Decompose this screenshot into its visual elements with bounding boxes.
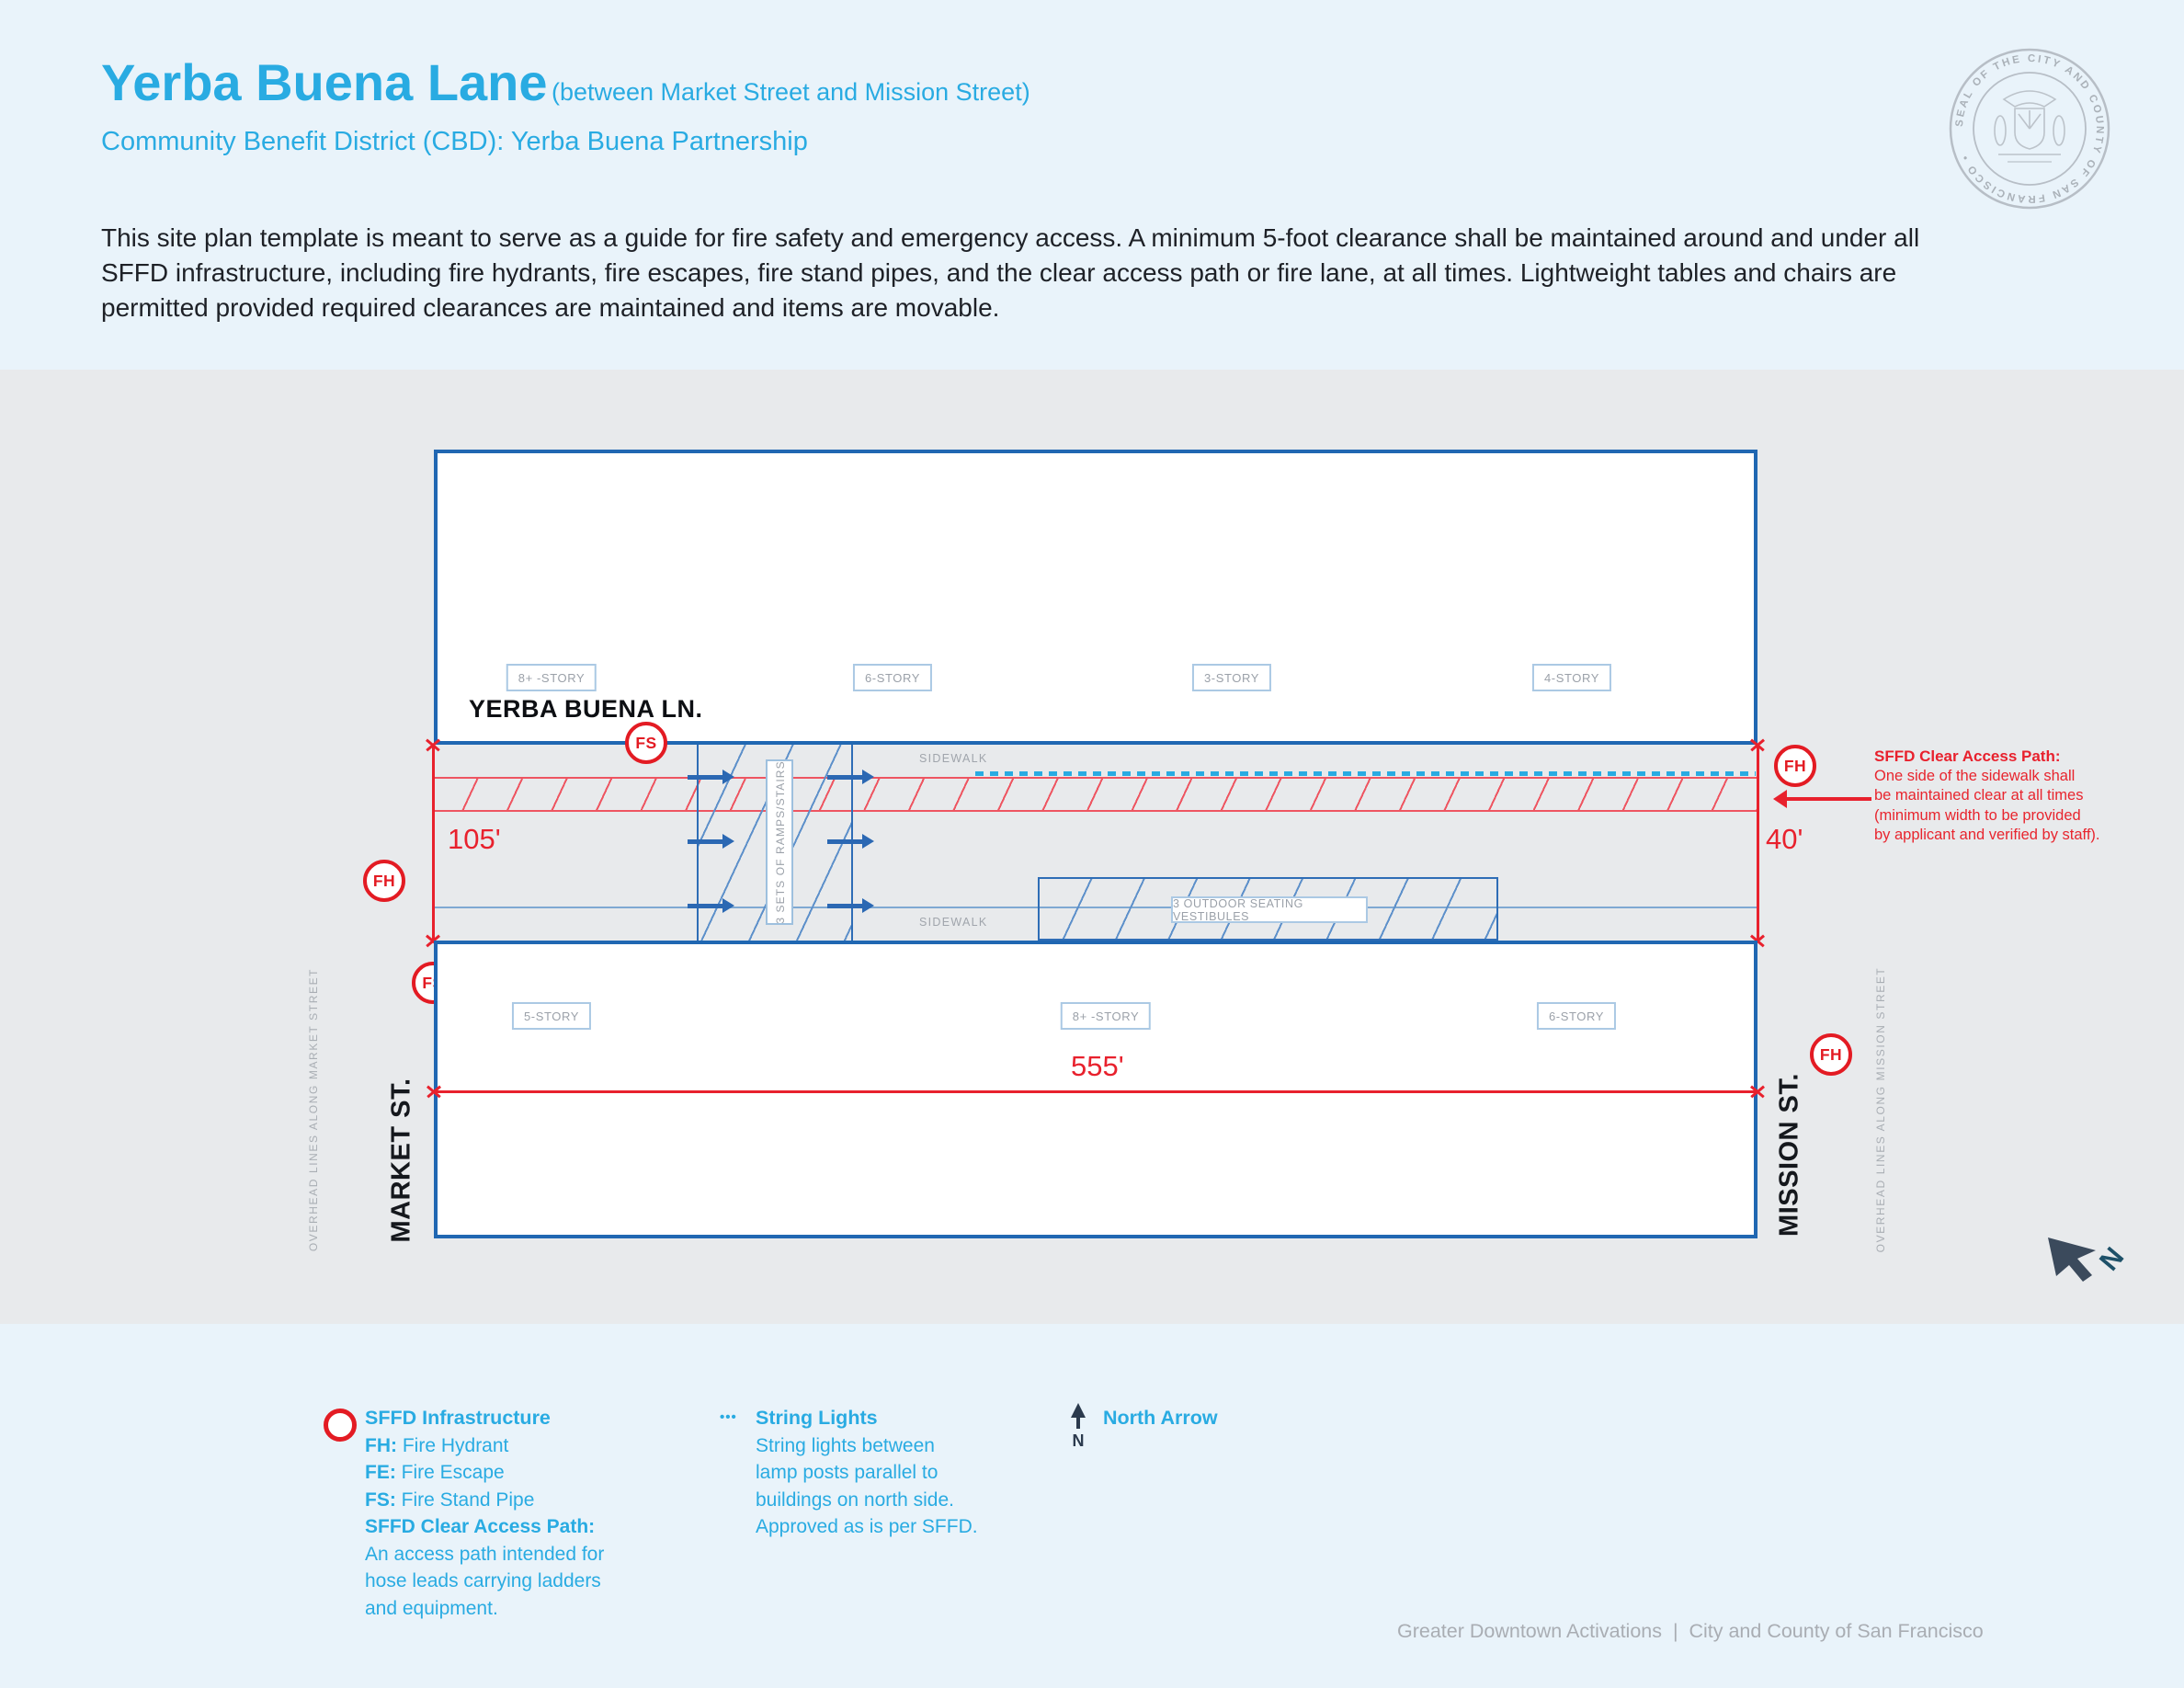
page-title: Yerba Buena Lane (between Market Street … [101,57,1030,108]
dim-105-end-top [425,736,441,753]
seal-outer-ring [1949,48,2110,210]
north-arrow-icon-letter: N [1073,1431,1085,1449]
legend-item-fe-label: Fire Escape [401,1462,505,1483]
north-arrow-icon-shaft [1076,1414,1080,1429]
page-subtitle: Community Benefit District (CBD): Yerba … [101,127,808,156]
north-compass-arrow [2048,1237,2096,1282]
fire-lane-hatch [434,777,1757,812]
dim-40-end-top [1749,736,1766,753]
legend-lights-line: String lights between [756,1434,935,1456]
fh-marker-right: FH [1774,745,1816,787]
string-lights-icon: ••• [720,1409,737,1425]
dim-line-105 [432,745,435,941]
dim-line-555 [434,1090,1757,1093]
legend-sffd-column: SFFD Infrastructure FH: Fire Hydrant FE:… [365,1405,604,1622]
legend-lights-line: Approved as is per SFFD. [756,1516,978,1537]
legend-access-path-heading: SFFD Clear Access Path: [365,1516,596,1537]
access-path-note-line: (minimum width to be provided [1874,806,2081,824]
legend-band [0,1324,2184,1688]
legend-item-fh: FH: Fire Hydrant [365,1432,604,1460]
legend-item-fe-abbr: FE: [365,1462,396,1483]
seal-inner-ring [1973,72,2087,186]
overhead-lines-label-market: OVERHEAD LINES ALONG MARKET STREET [307,967,320,1252]
lane-name-label: YERBA BUENA LN. [469,695,703,723]
story-box-north-1: 8+ -STORY [506,664,597,691]
legend-lights-line: buildings on north side. [756,1488,954,1511]
dim-label-40: 40' [1766,823,1803,855]
legend-sffd-heading: SFFD Infrastructure [365,1407,551,1429]
page-title-main: Yerba Buena Lane [101,53,548,111]
legend-item-fe: FE: Fire Escape [365,1459,604,1487]
legend-lights-heading: String Lights [756,1407,878,1429]
access-path-note: SFFD Clear Access Path: One side of the … [1874,747,2100,846]
ramps-label: 3 SETS OF RAMPS/STAIRS [774,760,787,924]
legend-access-path-line: and equipment. [365,1597,498,1619]
page-title-note-text: (between Market Street and Mission Stree… [551,78,1030,106]
north-compass-icon: N [2048,1237,2130,1282]
fh-marker-bottom-right: FH [1810,1033,1852,1076]
access-path-note-line: by applicant and verified by staff). [1874,827,2100,843]
street-label-mission: MISSION ST. [1774,1073,1804,1237]
legend-item-fs-label: Fire Stand Pipe [401,1488,535,1511]
story-box-north-2: 6-STORY [852,664,933,691]
vestibules-label: 3 OUTDOOR SEATING VESTIBULES [1173,896,1303,923]
north-compass-letter: N [2094,1242,2130,1277]
overhead-lines-label-mission: OVERHEAD LINES ALONG MISSION STREET [1874,966,1887,1253]
flow-arrow-2 [688,834,734,849]
string-lights-line [975,771,1756,776]
flow-arrow-3 [688,898,734,913]
city-seal: SEAL OF THE CITY AND COUNTY OF SAN FRANC… [1949,48,2110,210]
north-arrow-icon-head [1071,1403,1086,1418]
north-building [434,450,1757,745]
story-box-south-3: 6-STORY [1536,1002,1617,1030]
flow-arrow-1 [688,770,734,784]
fs-marker-top: FS [625,722,667,764]
legend-item-fs-abbr: FS: [365,1488,396,1511]
story-box-north-3: 3-STORY [1191,664,1272,691]
dim-label-555: 555' [1071,1050,1124,1082]
legend-item-fh-label: Fire Hydrant [402,1434,509,1456]
dim-line-40 [1757,745,1759,941]
access-path-arrow [1773,790,1871,808]
legend-north-heading: North Arrow [1103,1407,1218,1429]
access-path-note-line: One side of the sidewalk shall [1874,767,2076,784]
footer-credit: Greater Downtown Activations | City and … [1397,1620,1984,1642]
story-box-south-2: 8+ -STORY [1060,1002,1152,1030]
legend-item-fh-abbr: FH: [365,1434,397,1456]
access-path-note-title: SFFD Clear Access Path: [1874,747,2061,765]
flow-arrow-5 [827,834,874,849]
legend-sffd-icon [324,1409,357,1442]
header-band [0,0,2184,370]
fh-marker-left: FH [363,860,405,902]
north-arrow-icon: N [1071,1403,1086,1449]
intro-paragraph: This site plan template is meant to serv… [101,223,1920,322]
legend-item-fs: FS: Fire Stand Pipe [365,1487,604,1514]
flow-arrow-4 [827,770,874,784]
dim-555-end-right [1749,1083,1766,1100]
flow-arrow-6 [827,898,874,913]
dim-555-end-left [426,1083,442,1100]
seal-emblem [1994,90,2065,163]
legend-lights-column: String Lights String lights between lamp… [756,1405,978,1541]
sidewalk-label-south: SIDEWALK [919,916,988,929]
legend-lights-line: lamp posts parallel to [756,1462,938,1483]
access-path-note-line: be maintained clear at all times [1874,787,2084,804]
street-label-market: MARKET ST. [386,1078,416,1243]
vestibules-label-box: 3 OUTDOOR SEATING VESTIBULES [1171,896,1368,923]
dim-label-105: 105' [448,823,501,855]
story-box-north-4: 4-STORY [1531,664,1612,691]
ramps-label-box [766,759,793,925]
story-box-south-1: 5-STORY [511,1002,592,1030]
south-building [434,941,1757,1238]
legend-access-path-line: hose leads carrying ladders [365,1570,601,1591]
sidewalk-label-north: SIDEWALK [919,752,988,765]
legend-access-path-line: An access path intended for [365,1543,605,1565]
